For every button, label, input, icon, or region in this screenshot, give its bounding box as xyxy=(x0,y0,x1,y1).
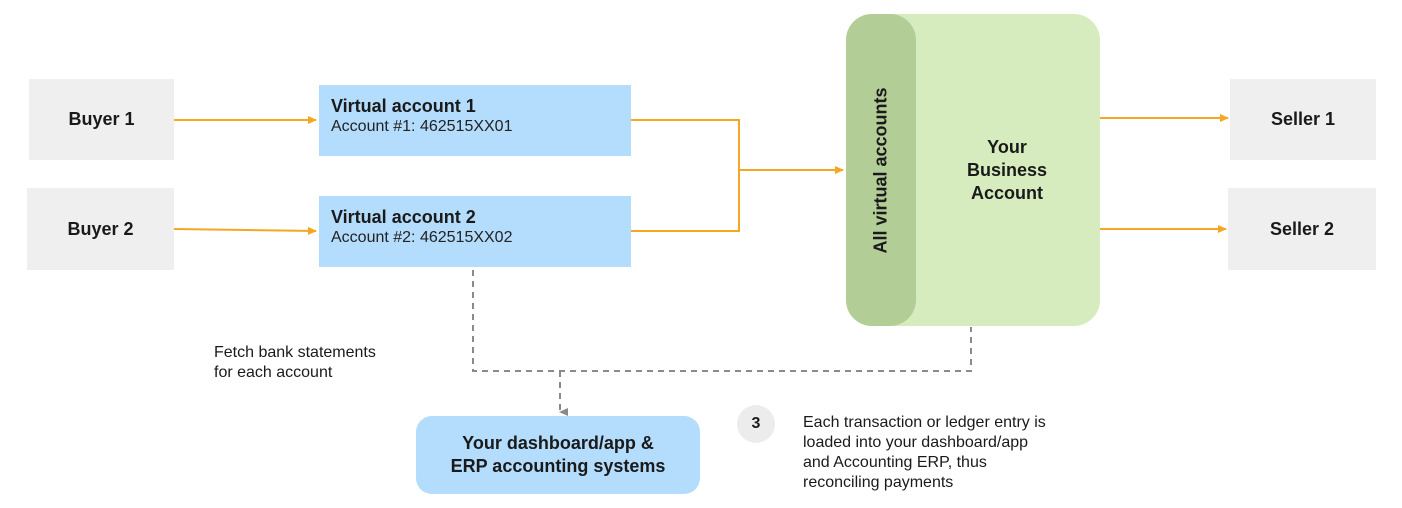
fetch-note-line-1: Fetch bank statements xyxy=(214,344,376,361)
virtual-account-1-number: Account #1: 462515XX01 xyxy=(331,118,513,135)
dashboard-erp-box: Your dashboard/app & ERP accounting syst… xyxy=(416,416,700,494)
step-3-description: Each transaction or ledger entry is load… xyxy=(803,413,1123,493)
virtual-account-1-box: Virtual account 1 Account #1: 462515XX01 xyxy=(319,85,631,156)
virtual-accounts-band-label-wrap: All virtual accounts xyxy=(846,14,916,326)
step-text-line-3: and Accounting ERP, thus xyxy=(803,454,987,471)
virtual-account-2-box: Virtual account 2 Account #2: 462515XX02 xyxy=(319,196,631,267)
virtual-accounts-band xyxy=(846,14,916,326)
fetch-note-line-2: for each account xyxy=(214,364,333,381)
seller-1-box: Seller 1 xyxy=(1230,79,1376,160)
dashboard-label-line-1: Your dashboard/app & xyxy=(462,433,654,453)
seller-2-box: Seller 2 xyxy=(1228,188,1376,270)
seller-1-label: Seller 1 xyxy=(1270,109,1336,129)
buyer-2-box: Buyer 2 xyxy=(27,188,174,270)
dashboard-label-line-2: ERP accounting systems xyxy=(450,456,666,476)
step-number: 3 xyxy=(751,415,761,432)
buyer-2-label: Buyer 2 xyxy=(67,218,134,239)
business-account-label-line-2: Business xyxy=(966,160,1048,180)
virtual-account-1-title: Virtual account 1 xyxy=(331,96,476,116)
seller-2-label: Seller 2 xyxy=(1269,218,1335,239)
dashed-fetch-connector xyxy=(472,270,972,372)
buyer-1-box: Buyer 1 xyxy=(29,79,174,160)
virtual-account-2-title: Virtual account 2 xyxy=(331,207,476,227)
virtual-account-2-number: Account #2: 462515XX02 xyxy=(331,229,513,246)
business-account-label-line-3: Account xyxy=(971,183,1043,203)
step-3-badge: 3 xyxy=(737,405,775,443)
step-text-line-1: Each transaction or ledger entry is xyxy=(803,414,1046,431)
arrow-buyer2-to-va2 xyxy=(173,226,317,235)
buyer-1-label: Buyer 1 xyxy=(68,109,135,129)
step-text-line-2: loaded into your dashboard/app xyxy=(803,434,1029,451)
fetch-statements-note: Fetch bank statements for each account xyxy=(214,343,376,383)
connector-va1-merge xyxy=(631,119,740,232)
step-text-line-4: reconciling payments xyxy=(803,474,954,491)
business-account-label-line-1: Your xyxy=(987,137,1027,157)
virtual-accounts-band-label: All virtual accounts xyxy=(870,86,891,254)
business-account-label: Your Business Account xyxy=(932,136,1082,205)
